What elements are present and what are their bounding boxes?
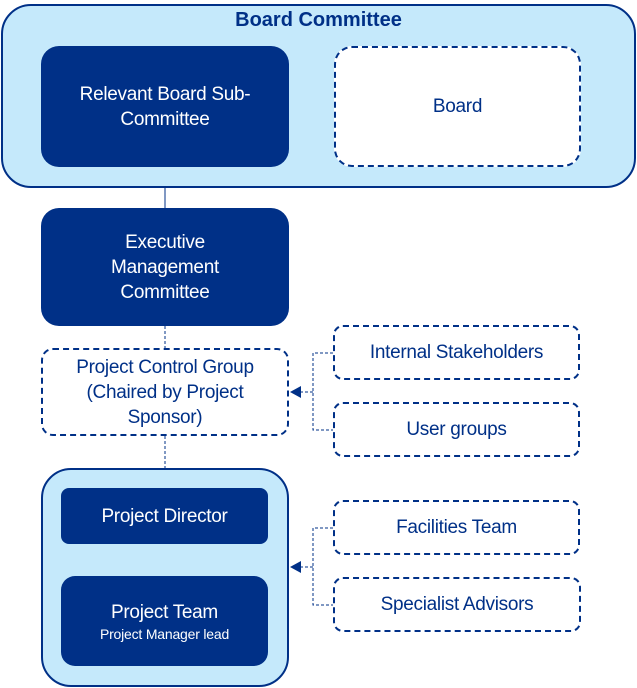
internal-stakeholders-label: Internal Stakeholders bbox=[369, 342, 544, 363]
specialist-advisors-box[interactable]: Specialist Advisors bbox=[333, 577, 581, 632]
connector-stakeholders-bracket bbox=[312, 352, 333, 431]
project-director-box[interactable]: Project Director bbox=[61, 488, 268, 544]
facilities-team-box[interactable]: Facilities Team bbox=[333, 500, 580, 555]
arrow-head-stakeholders bbox=[290, 386, 301, 398]
project-director-label: Project Director bbox=[101, 505, 228, 527]
specialist-advisors-label: Specialist Advisors bbox=[380, 594, 534, 615]
facilities-team-label: Facilities Team bbox=[396, 517, 517, 538]
board-committee-title: Board Committee bbox=[235, 9, 402, 31]
relevant-board-subcommittee-label: Relevant Board Sub-Committee bbox=[79, 83, 251, 130]
executive-management-committee-label: Executive Management Committee bbox=[111, 231, 219, 303]
internal-stakeholders-box[interactable]: Internal Stakeholders bbox=[333, 325, 580, 380]
project-control-group-label: Project Control Group (Chaired by Projec… bbox=[76, 356, 254, 428]
project-team-sublabel: Project Manager lead bbox=[99, 625, 230, 642]
user-groups-box[interactable]: User groups bbox=[333, 402, 580, 457]
relevant-board-subcommittee-box[interactable]: Relevant Board Sub-Committee bbox=[41, 46, 289, 167]
user-groups-label: User groups bbox=[406, 419, 507, 440]
project-control-group-box[interactable]: Project Control Group (Chaired by Projec… bbox=[41, 348, 289, 436]
board-box[interactable]: Board bbox=[334, 46, 581, 167]
project-team-label: Project Team bbox=[111, 601, 218, 623]
board-label: Board bbox=[432, 96, 483, 117]
project-team-box[interactable]: Project Team Project Manager lead bbox=[61, 576, 268, 666]
connector-advisors-bracket bbox=[312, 527, 333, 606]
arrow-head-advisors bbox=[290, 561, 301, 573]
executive-management-committee-box[interactable]: Executive Management Committee bbox=[41, 208, 289, 326]
